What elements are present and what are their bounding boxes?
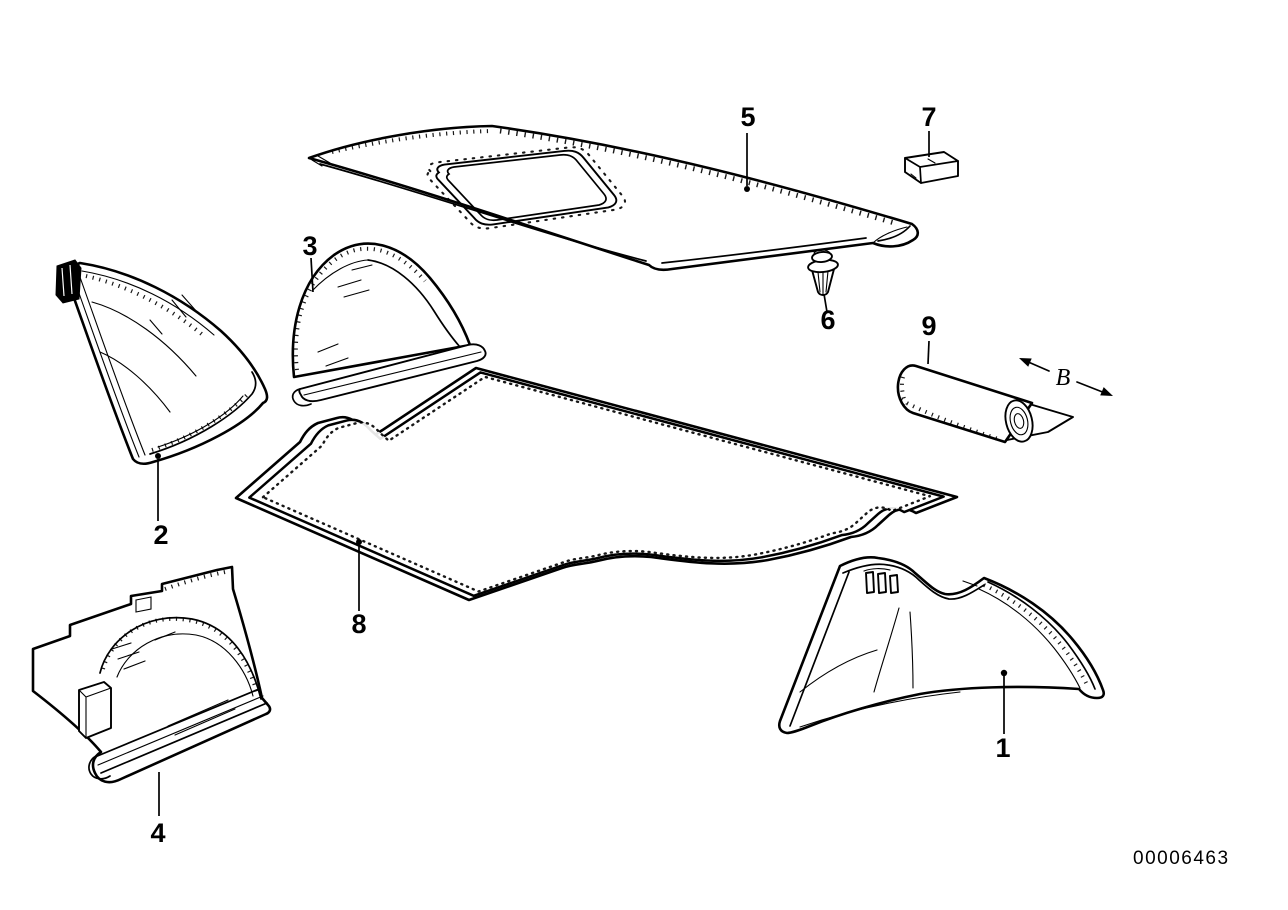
part-3-texture — [293, 246, 427, 371]
part-6-expansion-rivet[interactable] — [807, 249, 839, 296]
part-1-band-texture — [983, 583, 1090, 688]
part-5-inner-contours — [319, 163, 911, 264]
part-1-wheel-housing-trim-right[interactable] — [777, 555, 1106, 735]
callout-8-dot — [356, 539, 362, 545]
part-4-arch-inner — [116, 633, 254, 697]
part-9-cylinder — [896, 364, 1034, 444]
part-3-foot — [291, 388, 312, 407]
part-8-trunk-floor-mat[interactable] — [234, 366, 959, 602]
callout-leaders — [155, 131, 1008, 816]
part-1-clips — [865, 571, 899, 594]
callout-2-label[interactable]: 2 — [153, 520, 168, 550]
dimension-b-label: B — [1056, 365, 1071, 391]
part-3-wheel-arch-cover[interactable] — [291, 242, 487, 407]
part-5-cutout — [445, 153, 607, 222]
part-6-ribs — [817, 270, 829, 295]
dimension-b-arrow — [1019, 358, 1113, 396]
part-4-box-edges — [78, 687, 112, 739]
part-9-insulation-roll[interactable] — [896, 364, 1074, 444]
callout-labels: 1 2 3 4 5 6 7 8 9 B — [150, 102, 1070, 848]
callout-3-leader — [310, 257, 314, 293]
callout-5-label[interactable]: 5 — [740, 102, 755, 132]
callout-3-label[interactable]: 3 — [302, 231, 317, 261]
callout-4-label[interactable]: 4 — [150, 818, 165, 848]
part-6-cap-top — [813, 249, 831, 254]
part-6-cap — [811, 250, 833, 264]
part-2-top-bracket — [55, 259, 82, 304]
part-7-foam-block[interactable] — [904, 151, 959, 184]
part-7-edges — [904, 157, 959, 184]
part-2-bracket-highlights — [61, 264, 73, 297]
part-1-details — [799, 568, 978, 728]
part-9-roll-end-mid — [1009, 406, 1029, 436]
callout-2-dot — [155, 453, 161, 459]
arrowhead-lower-icon — [1100, 387, 1113, 396]
callout-1-label[interactable]: 1 — [995, 733, 1010, 763]
arrowhead-upper-icon — [1019, 358, 1032, 367]
part-3-details — [311, 259, 373, 367]
callout-7-label[interactable]: 7 — [921, 102, 936, 132]
part-3-flange-line — [303, 351, 482, 396]
part-4-details — [111, 596, 236, 736]
part-4-arch — [99, 616, 262, 700]
part-4-wheel-housing-trim-left[interactable] — [31, 565, 272, 784]
callout-5-dot — [744, 186, 750, 192]
part-4-flange-mid — [97, 695, 264, 766]
part-2-inner-contour — [149, 371, 257, 455]
part-3-dome — [291, 242, 472, 379]
part-7-outline — [904, 151, 959, 184]
part-2-texture — [85, 274, 250, 452]
callout-8-label[interactable]: 8 — [351, 609, 366, 639]
callout-6-label[interactable]: 6 — [820, 305, 835, 335]
part-4-box — [78, 681, 112, 739]
part-5-curl-detail — [311, 155, 908, 244]
part-3-inner-arc — [367, 259, 461, 348]
part-5-trunk-lid-trim-panel[interactable] — [307, 124, 920, 272]
part-5-outline — [307, 124, 920, 272]
callout-1-dot — [1000, 669, 1008, 677]
part-4-texture — [101, 570, 260, 697]
callout-6-leader — [823, 293, 828, 313]
part-3-base-flange — [298, 343, 487, 403]
part-7-details — [910, 158, 936, 179]
callout-9-leader — [927, 340, 930, 365]
part-4-foot — [88, 755, 111, 780]
part-5-texture-left — [331, 129, 493, 154]
part-4-flange-lines — [94, 688, 268, 774]
part-9-roll-end-inner — [1013, 413, 1025, 429]
callout-9-label[interactable]: 9 — [921, 311, 936, 341]
part-1-band-inner — [978, 588, 1081, 689]
part-2-details — [91, 294, 244, 448]
part-2-outline — [62, 261, 269, 465]
drawing-number: 00006463 — [1133, 848, 1230, 869]
part-1-outline — [777, 555, 1106, 735]
part-2-quarter-trim-panel[interactable] — [55, 259, 269, 465]
part-1-edge-lines — [789, 563, 1096, 727]
